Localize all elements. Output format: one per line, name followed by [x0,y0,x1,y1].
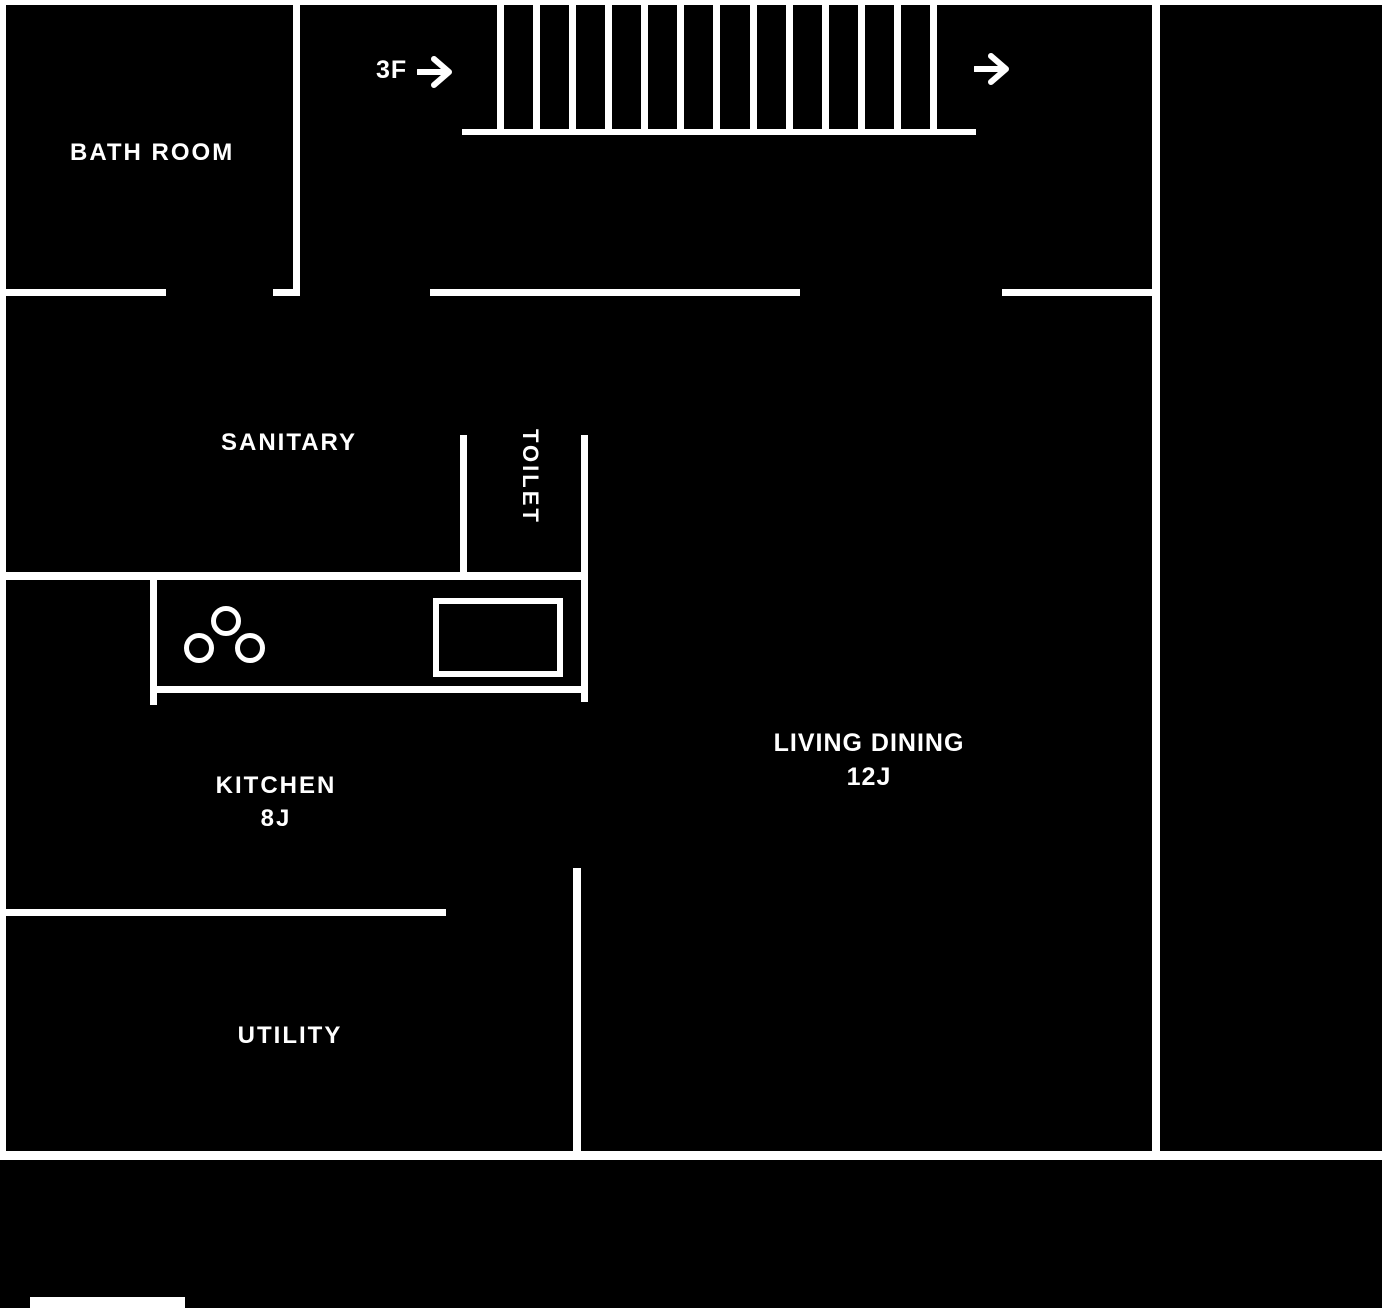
sanitary-label: SANITARY [221,429,357,456]
stair-up-arrow-icon [417,56,452,88]
wall-bottom-border [0,1151,1382,1160]
stair-tread [858,5,865,129]
wall-hall-bottom-right [1002,289,1152,296]
stair-tread [930,5,937,129]
stair-tread [677,5,684,129]
wall-counter-bottom [150,686,588,693]
wall-bathroom-bottom-left [0,289,166,296]
wall-counter-left [150,580,157,705]
wall-living-divider [573,868,581,1151]
utility-label: UTILITY [237,1022,343,1049]
stair-tread [713,5,720,129]
wall-toilet-right [581,435,588,702]
scale-bar [30,1297,185,1308]
wall-sanitary-bottom [0,572,588,580]
living-dining-size-label: 12J [846,763,892,791]
stair-tread [641,5,648,129]
stair-tread [894,5,901,129]
stair-tread [822,5,829,129]
wall-toilet-left [460,435,467,572]
living-dining-label-group: LIVING DINING 12J [774,731,965,790]
wall-utility-top [0,909,446,916]
staircase-base-line [462,129,976,135]
stair-tread [533,5,540,129]
wall-right-interior [1152,5,1160,1151]
stove-burner-icon [211,606,241,636]
stove-burner-icon [235,633,265,663]
stair-tread [497,5,504,129]
wall-top-border [0,0,1382,5]
stair-tread [605,5,612,129]
bathroom-label: BATH ROOM [70,139,235,166]
kitchen-label-group: KITCHEN 8J [216,774,337,831]
wall-hall-bottom-left [430,289,800,296]
stair-tread [786,5,793,129]
stair-destination-label: 3F [376,56,408,84]
stove-burner-icon [184,633,214,663]
kitchen-size-label: 8J [260,805,292,832]
wall-bathroom-right [293,5,300,296]
living-dining-label: LIVING DINING [773,729,965,757]
kitchen-label: KITCHEN [215,772,337,799]
stair-tread [750,5,757,129]
wall-left-border [0,5,6,1159]
toilet-label: TOILET [518,429,543,525]
wall-bathroom-bottom-right [273,289,300,296]
sink-icon [433,598,563,677]
stair-tread [569,5,576,129]
stair-exit-arrow-icon [974,53,1009,85]
